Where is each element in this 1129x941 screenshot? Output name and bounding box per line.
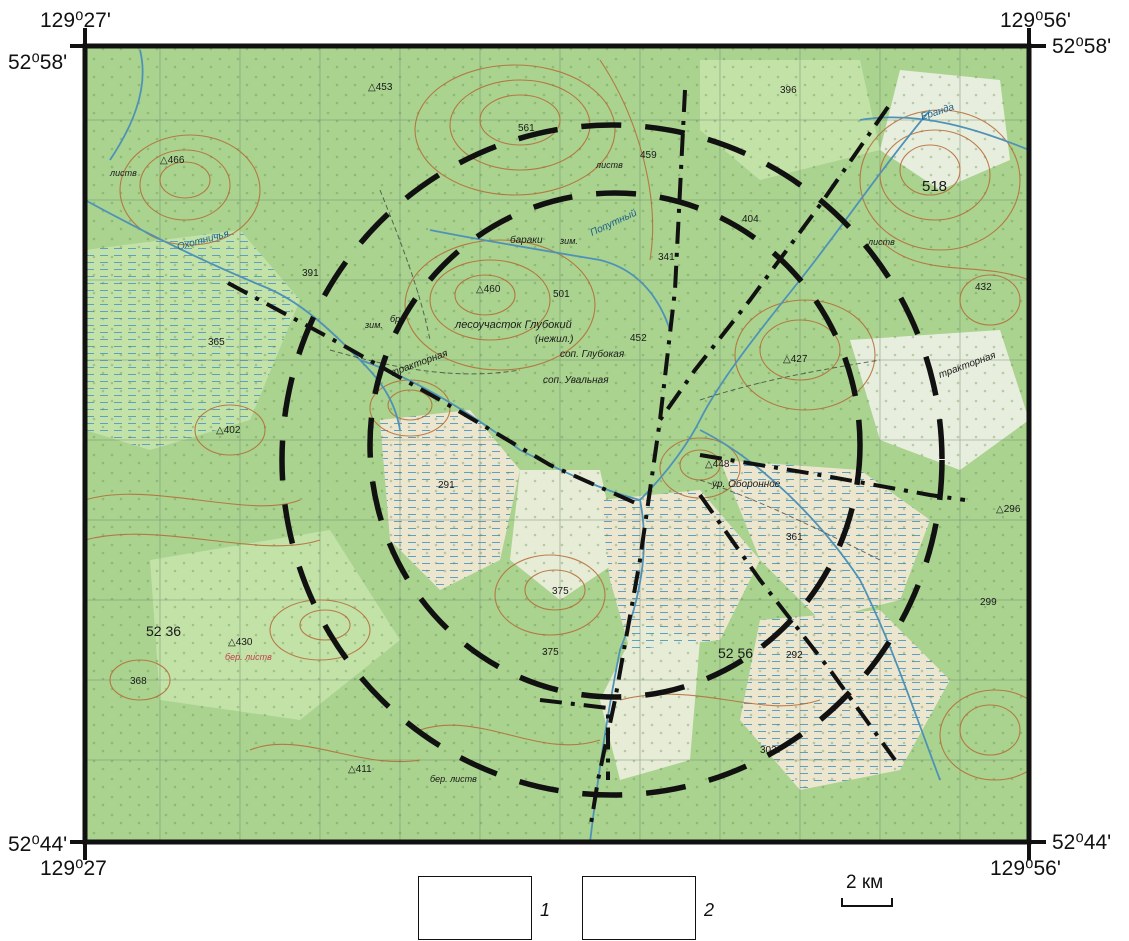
corner-label-top-right-lat: 52⁰58' bbox=[1052, 35, 1112, 58]
elevation-label: 365 bbox=[208, 337, 225, 348]
winter-road-label: зим. bbox=[559, 236, 578, 246]
elevation-label: △466 bbox=[160, 155, 185, 166]
forest-type-label: листв bbox=[867, 237, 895, 247]
tracks bbox=[329, 189, 881, 561]
elevation-label: △411 bbox=[348, 764, 372, 775]
elevation-label: 404 bbox=[742, 214, 759, 225]
elevation-label: △453 bbox=[368, 82, 393, 93]
forest-dots bbox=[85, 46, 1029, 842]
elevation-label: △296 bbox=[996, 504, 1021, 515]
settlement-label: лесоучасток Глубокий bbox=[454, 319, 572, 331]
elevation-label: 452 bbox=[630, 333, 647, 344]
rivers bbox=[85, 49, 1029, 842]
elevation-label: 459 bbox=[640, 150, 657, 161]
elevation-label: △430 bbox=[228, 637, 253, 648]
elevation-label: 432 bbox=[975, 282, 992, 293]
dash-dot-line-east bbox=[699, 453, 966, 502]
elevation-label: 361 bbox=[786, 532, 803, 543]
elevation-label: 299 bbox=[980, 597, 997, 608]
forest-type-label: бер. листв bbox=[225, 652, 272, 662]
elevation-label: 292 bbox=[786, 650, 803, 661]
corner-label-top-right-lon: 129⁰56' bbox=[1000, 9, 1071, 32]
dash-dot-lines bbox=[227, 89, 966, 831]
scale-bar bbox=[841, 898, 893, 907]
elevation-label: 501 bbox=[553, 289, 570, 300]
ford-label: бр. bbox=[390, 314, 403, 324]
map-body: △453 396 △466 561 459 518 404 432 391 △4… bbox=[85, 46, 1029, 842]
elevation-label: △402 bbox=[216, 425, 241, 436]
corner-label-top-left-lon: 129⁰27' bbox=[40, 9, 111, 32]
hill-name-label: соп. Глубокая bbox=[560, 348, 625, 360]
winter-road-label: зим. bbox=[364, 320, 383, 330]
elevation-label: △460 bbox=[476, 284, 501, 295]
corner-label-bottom-right-lon: 129⁰56' bbox=[990, 857, 1061, 880]
scale-label: 2 км bbox=[846, 872, 884, 893]
elevation-label: 391 bbox=[302, 268, 319, 279]
elevation-label: 375 bbox=[552, 586, 569, 597]
structure-overlay bbox=[227, 89, 966, 831]
elevation-label: 291 bbox=[438, 480, 455, 491]
grid-coordinate-label: 52 36 bbox=[146, 623, 181, 639]
dash-dot-line-ns bbox=[588, 89, 687, 831]
legend-box-2 bbox=[582, 876, 696, 940]
legend-number-1: 1 bbox=[540, 900, 551, 920]
elevation-label: 368 bbox=[130, 676, 147, 687]
outer-dashed-ring bbox=[279, 122, 945, 798]
corner-label-bottom-left-lon: 129⁰27 bbox=[40, 857, 107, 880]
grid-coordinate-label: 52 56 bbox=[718, 645, 753, 661]
forest-type-label: бер. листв bbox=[430, 774, 477, 784]
dash-dot-line-se bbox=[698, 493, 897, 762]
elevation-label: 518 bbox=[922, 178, 947, 195]
corner-label-bottom-left-lat: 52⁰44' bbox=[8, 833, 68, 856]
settlement-status-label: (нежил.) bbox=[535, 334, 573, 345]
map-frame bbox=[70, 28, 1046, 860]
hill-name-label: соп. Увальная bbox=[543, 375, 609, 386]
dash-dot-line-ne bbox=[658, 105, 890, 422]
place-label: ур. Оборонное bbox=[711, 478, 781, 490]
corner-label-bottom-right-lat: 52⁰44' bbox=[1052, 831, 1112, 854]
forest-type-label: листв bbox=[109, 168, 137, 178]
elevation-label: 341 bbox=[658, 252, 675, 263]
elevation-label: 375 bbox=[542, 647, 559, 658]
corner-label-top-left-lat: 52⁰58' bbox=[8, 51, 68, 74]
elevation-label: 302 bbox=[760, 745, 777, 756]
legend-box-1 bbox=[418, 876, 532, 940]
forest-type-label: листв bbox=[595, 160, 623, 170]
elevation-label: 561 bbox=[518, 123, 535, 134]
elevation-label: 396 bbox=[780, 85, 797, 96]
legend-number-2: 2 bbox=[704, 900, 715, 920]
inner-dashed-ring bbox=[367, 190, 863, 700]
dash-dot-line-west bbox=[227, 281, 641, 507]
elevation-label: △427 bbox=[783, 354, 808, 365]
place-label: бараки bbox=[510, 234, 543, 246]
elevation-label: △448 bbox=[705, 459, 730, 470]
